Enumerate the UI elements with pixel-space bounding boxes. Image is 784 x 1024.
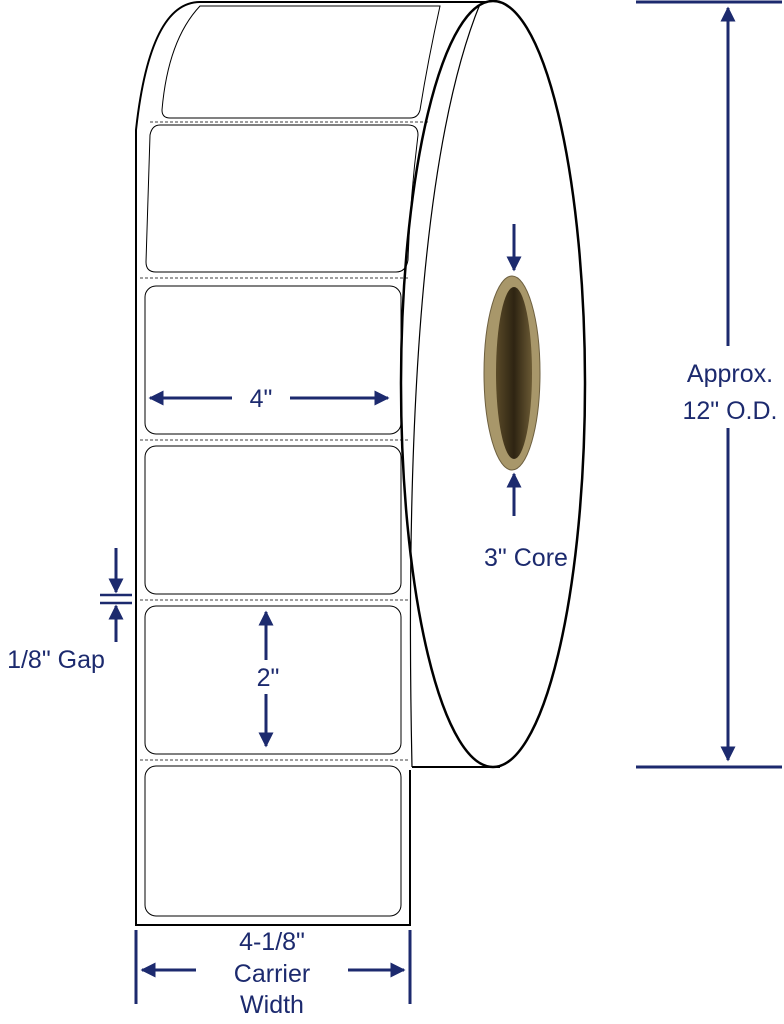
od-text-line2: 12" O.D. — [682, 397, 777, 425]
label-1 — [145, 124, 419, 273]
roll-side-rim — [409, 3, 481, 768]
label-3 — [144, 445, 402, 595]
label-web — [135, 5, 441, 926]
label-width-text: 4" — [250, 385, 273, 413]
gap-text: 1/8" Gap — [7, 646, 105, 674]
roll-top-edge — [135, 1, 492, 920]
label-top-partial — [161, 5, 441, 119]
core-hole — [496, 287, 532, 459]
label-height-text: 2" — [257, 664, 280, 692]
label-2 — [144, 285, 402, 435]
label-4 — [144, 605, 402, 755]
annotations — [100, 0, 782, 1004]
carrier-text-line3: Width — [240, 991, 304, 1019]
web-left-edge — [135, 130, 411, 926]
label-5 — [144, 765, 402, 917]
od-text-line1: Approx. — [687, 360, 773, 388]
core — [483, 275, 541, 471]
carrier-text-line1: 4-1/8" — [239, 928, 305, 956]
core-text: 3" Core — [484, 544, 568, 572]
carrier-text-line2: Carrier — [234, 960, 310, 988]
